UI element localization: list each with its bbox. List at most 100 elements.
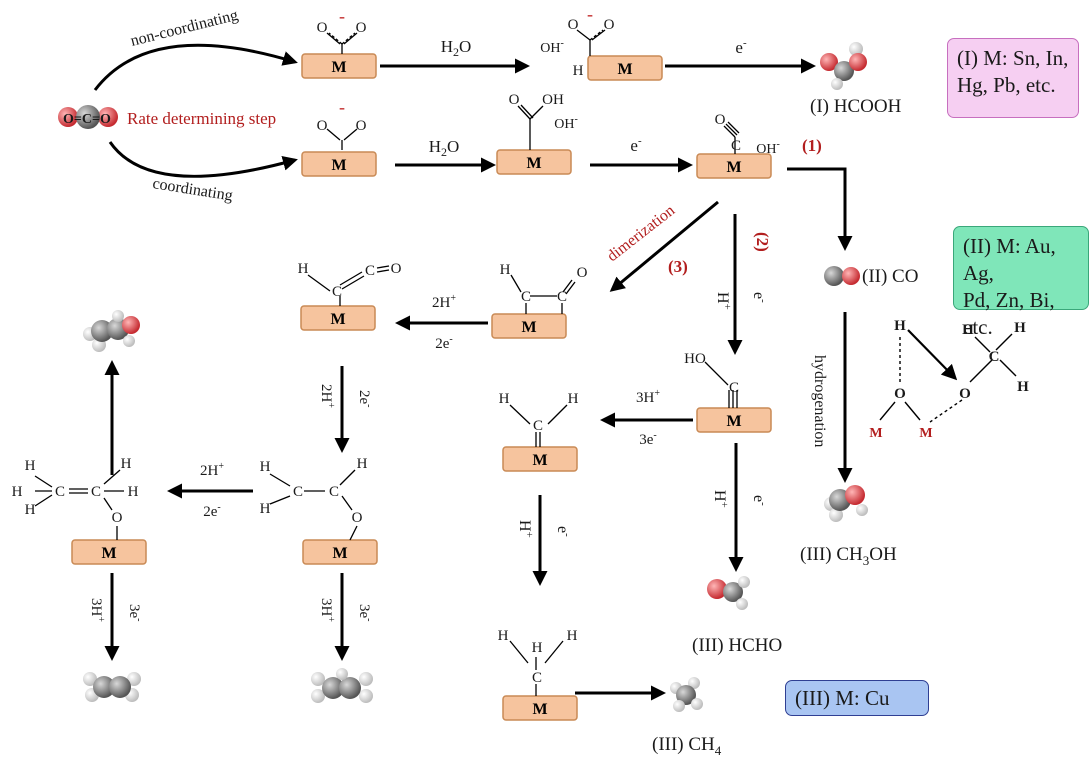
ethanol-molecule-icon bbox=[83, 310, 140, 352]
metal-surface-ketene: M bbox=[300, 305, 376, 331]
svg-text:O: O bbox=[391, 261, 402, 277]
svg-text:C: C bbox=[293, 484, 303, 500]
svg-text:H: H bbox=[121, 456, 132, 472]
svg-text:H: H bbox=[894, 318, 906, 334]
svg-text:H: H bbox=[260, 501, 271, 517]
metal-surface-formate-free: M bbox=[301, 53, 377, 79]
metal-group-II-line-2: Pd, Zn, Bi, etc. bbox=[963, 288, 1055, 339]
svg-text:H: H bbox=[298, 261, 309, 277]
svg-text:H: H bbox=[357, 456, 368, 472]
hcooh-molecule-icon bbox=[820, 42, 867, 90]
metal-group-III-line-1: (III) M: Cu bbox=[795, 686, 890, 710]
metal-group-I-box: (I) M: Sn, In, Hg, Pb, etc. bbox=[947, 38, 1079, 118]
svg-text:e-: e- bbox=[630, 135, 642, 155]
svg-text:C: C bbox=[731, 138, 741, 154]
metal-surface-coh: M bbox=[696, 407, 772, 433]
metal-label: M bbox=[726, 413, 741, 430]
product-ch4: (III) CH4 bbox=[652, 734, 722, 758]
svg-text:H2O: H2O bbox=[429, 137, 460, 159]
structure-bonds bbox=[34, 29, 740, 696]
svg-text:3e-: 3e- bbox=[639, 430, 657, 448]
svg-text:O: O bbox=[509, 92, 520, 108]
metal-label: M bbox=[331, 157, 346, 174]
svg-text:OH-: OH- bbox=[756, 139, 780, 157]
svg-text:2H+: 2H+ bbox=[432, 293, 456, 311]
svg-text:H: H bbox=[567, 628, 578, 644]
coordinating-label: coordinating bbox=[151, 175, 234, 204]
svg-text:H: H bbox=[260, 459, 271, 475]
metal-surface-formate-bound: M bbox=[301, 151, 377, 177]
svg-text:C: C bbox=[55, 484, 65, 500]
svg-text:O: O bbox=[577, 265, 588, 281]
svg-text:2e-: 2e- bbox=[203, 502, 221, 520]
svg-text:H: H bbox=[25, 458, 36, 474]
svg-text:OH: OH bbox=[542, 92, 564, 108]
non-coordinating-label: non-coordinating bbox=[129, 7, 240, 50]
metal-surface-cooh: M bbox=[496, 149, 572, 175]
svg-text:e-: e- bbox=[554, 526, 573, 537]
ethylene-molecule-icon bbox=[83, 672, 141, 702]
arrow-dimerization bbox=[609, 200, 719, 292]
svg-text:H: H bbox=[500, 262, 511, 278]
metal-label: M bbox=[521, 319, 536, 336]
svg-text:H: H bbox=[568, 391, 579, 407]
svg-text:H: H bbox=[128, 484, 139, 500]
metal-surface-co: M bbox=[696, 153, 772, 179]
path-2-label: (2) bbox=[753, 232, 772, 252]
path-1-label: (1) bbox=[802, 136, 822, 155]
svg-text:e-: e- bbox=[750, 292, 769, 303]
svg-text:C: C bbox=[989, 349, 1000, 365]
svg-text:C: C bbox=[365, 263, 375, 279]
arrow-non-coordinating bbox=[93, 43, 298, 91]
ch4-molecule-icon bbox=[670, 677, 703, 712]
svg-text:C: C bbox=[557, 289, 567, 305]
svg-text:O: O bbox=[604, 17, 615, 33]
svg-text:H+: H+ bbox=[711, 490, 730, 508]
svg-text:C: C bbox=[521, 289, 531, 305]
rate-determining-step: Rate determining step bbox=[127, 109, 276, 128]
svg-text:2H+: 2H+ bbox=[318, 384, 336, 408]
metal-surface-ch3: M bbox=[502, 695, 578, 721]
svg-text:OH-: OH- bbox=[540, 38, 564, 56]
metal-label: M bbox=[101, 545, 116, 562]
svg-text:M: M bbox=[919, 426, 932, 441]
metal-label: M bbox=[332, 545, 347, 562]
metal-group-III-box: (III) M: Cu bbox=[785, 680, 929, 716]
svg-text:C: C bbox=[532, 670, 542, 686]
svg-text:O: O bbox=[317, 20, 328, 36]
svg-text:M: M bbox=[869, 426, 882, 441]
svg-text:H: H bbox=[1014, 320, 1026, 336]
svg-text:O: O bbox=[356, 118, 367, 134]
reaction-arrows bbox=[93, 43, 853, 701]
svg-text:H: H bbox=[532, 640, 543, 656]
svg-text:H+: H+ bbox=[714, 292, 733, 310]
product-hcooh: (I) HCOOH bbox=[810, 96, 902, 117]
svg-text:H2O: H2O bbox=[441, 37, 472, 59]
metal-surface-ethenol: M bbox=[71, 539, 147, 565]
arrow-coordinating bbox=[108, 141, 298, 178]
svg-text:-: - bbox=[339, 6, 345, 26]
svg-text:H+: H+ bbox=[516, 520, 535, 538]
svg-text:O: O bbox=[112, 510, 123, 526]
metal-group-I-line-1: (I) M: Sn, In, bbox=[957, 46, 1069, 70]
metal-surface-dimer: M bbox=[491, 313, 567, 339]
svg-text:C: C bbox=[332, 284, 342, 300]
metal-surface-ethoxy: M bbox=[302, 539, 378, 565]
svg-text:e-: e- bbox=[750, 495, 769, 506]
svg-text:H: H bbox=[25, 502, 36, 518]
metal-group-II-line-1: (II) M: Au, Ag, bbox=[963, 234, 1056, 285]
svg-text:3H+: 3H+ bbox=[318, 598, 336, 622]
svg-text:H: H bbox=[498, 628, 509, 644]
arrow-path-1 bbox=[787, 167, 853, 251]
svg-text:-: - bbox=[339, 97, 345, 117]
svg-text:2e-: 2e- bbox=[356, 390, 374, 408]
svg-text:C: C bbox=[729, 380, 739, 396]
svg-text:3e-: 3e- bbox=[126, 604, 144, 622]
hydrogenation-label: hydrogenation bbox=[811, 355, 828, 447]
svg-text:HO: HO bbox=[684, 351, 706, 367]
ethane-molecule-icon bbox=[311, 668, 373, 703]
svg-text:2H+: 2H+ bbox=[200, 461, 224, 479]
